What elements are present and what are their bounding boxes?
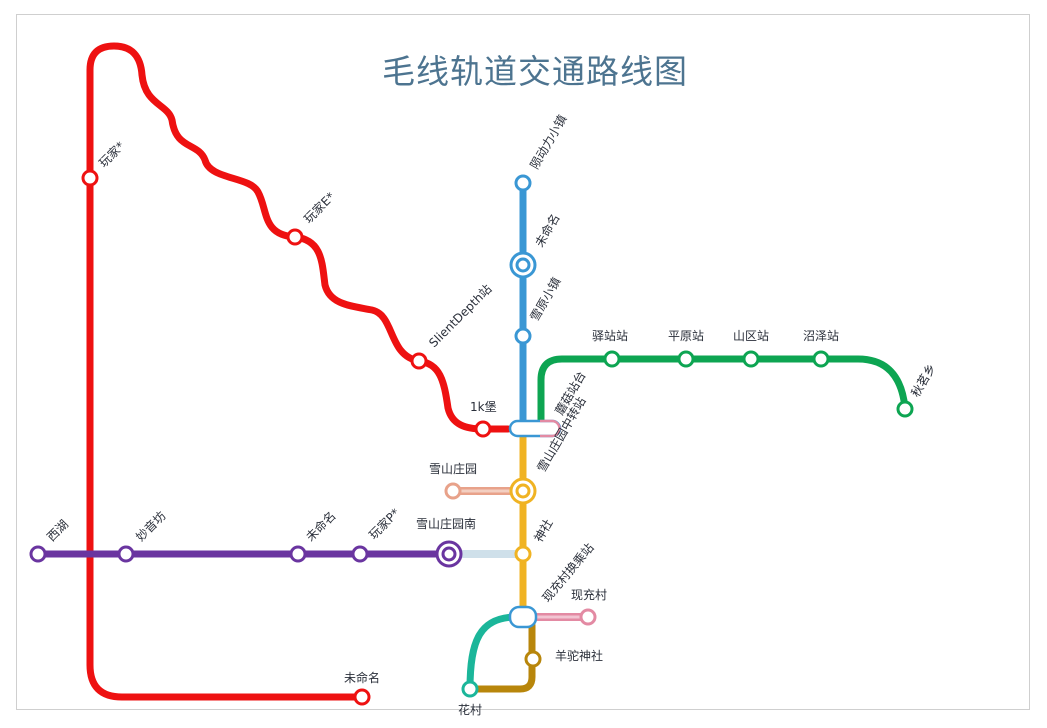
station-xueshan-south-inner [441,546,457,562]
station-wanjia-ji[interactable] [286,228,304,246]
transfer-capsule-xianchong[interactable] [508,605,538,629]
label-qiuzhan: 秋茗乡 [908,361,938,399]
station-xueshan-transfer-inner [515,483,531,499]
station-shanqu[interactable] [742,350,760,368]
label-xueyuan: 雪原小镇 [527,275,563,324]
transfer-capsule-right [540,419,561,438]
station-huacun[interactable] [461,680,479,698]
station-miaoyinfang[interactable] [117,545,135,563]
label-wanjia-left: 玩家* [96,138,128,170]
station-weiming-blue-inner [515,257,531,273]
label-xihu: 西湖 [44,517,72,545]
station-zhaoze[interactable] [812,350,830,368]
station-weiming-bottom[interactable] [353,688,371,706]
label-yizhan: 驿站站 [592,329,628,343]
label-weiming-purple: 未命名 [303,508,339,544]
label-shanqu: 山区站 [733,329,769,343]
station-xianchong[interactable] [579,608,597,626]
station-xueshan-zhuang[interactable] [444,482,462,500]
brown-line[interactable] [466,621,536,693]
station-zhongdong[interactable] [514,174,532,192]
station-yizhan[interactable] [603,350,621,368]
station-shenshe[interactable] [514,545,532,563]
label-miaoyinfang: 妙音坊 [133,508,169,544]
label-shenshe: 神社 [531,516,556,544]
station-qiuzhan[interactable] [896,400,914,418]
label-wanjia-ji: 玩家E* [301,189,338,226]
label-ik-bao: 1k堡 [470,399,497,414]
station-xueyuan[interactable] [514,327,532,345]
label-wanjia-purple: 玩家P* [366,505,403,542]
label-silentdepth: SlientDepth站 [426,282,494,350]
map-frame [16,14,1030,710]
red-line[interactable] [86,42,512,701]
station-pingyuan[interactable] [677,350,695,368]
label-xueshan-south: 雪山庄园南 [416,516,476,531]
label-weiming-bottom: 未命名 [344,670,380,685]
station-silentdepth[interactable] [410,352,428,370]
label-pingyuan: 平原站 [668,329,704,343]
label-zhaoze: 沼泽站 [803,329,839,343]
label-xueshan-zhuang: 雪山庄园 [429,461,477,476]
station-yangtuo[interactable] [524,650,542,668]
label-xianchong: 现充村 [571,587,607,602]
station-wanjia-purple[interactable] [351,545,369,563]
teal-line[interactable] [466,613,519,693]
transfer-capsule-1k[interactable] [508,419,562,438]
station-ik-bao[interactable] [474,420,492,438]
label-yangtuo: 羊驼神社 [555,648,603,663]
label-weiming-blue: 未命名 [532,211,563,250]
label-huacun: 花村 [458,702,482,717]
station-wanjia-left[interactable] [81,169,99,187]
station-xihu[interactable] [29,545,47,563]
green-line[interactable] [537,355,909,432]
map-title: 毛线轨道交通路线图 [382,52,688,91]
station-weiming-purple[interactable] [289,545,307,563]
label-zhongdong: 陨动力小镇 [527,113,569,172]
